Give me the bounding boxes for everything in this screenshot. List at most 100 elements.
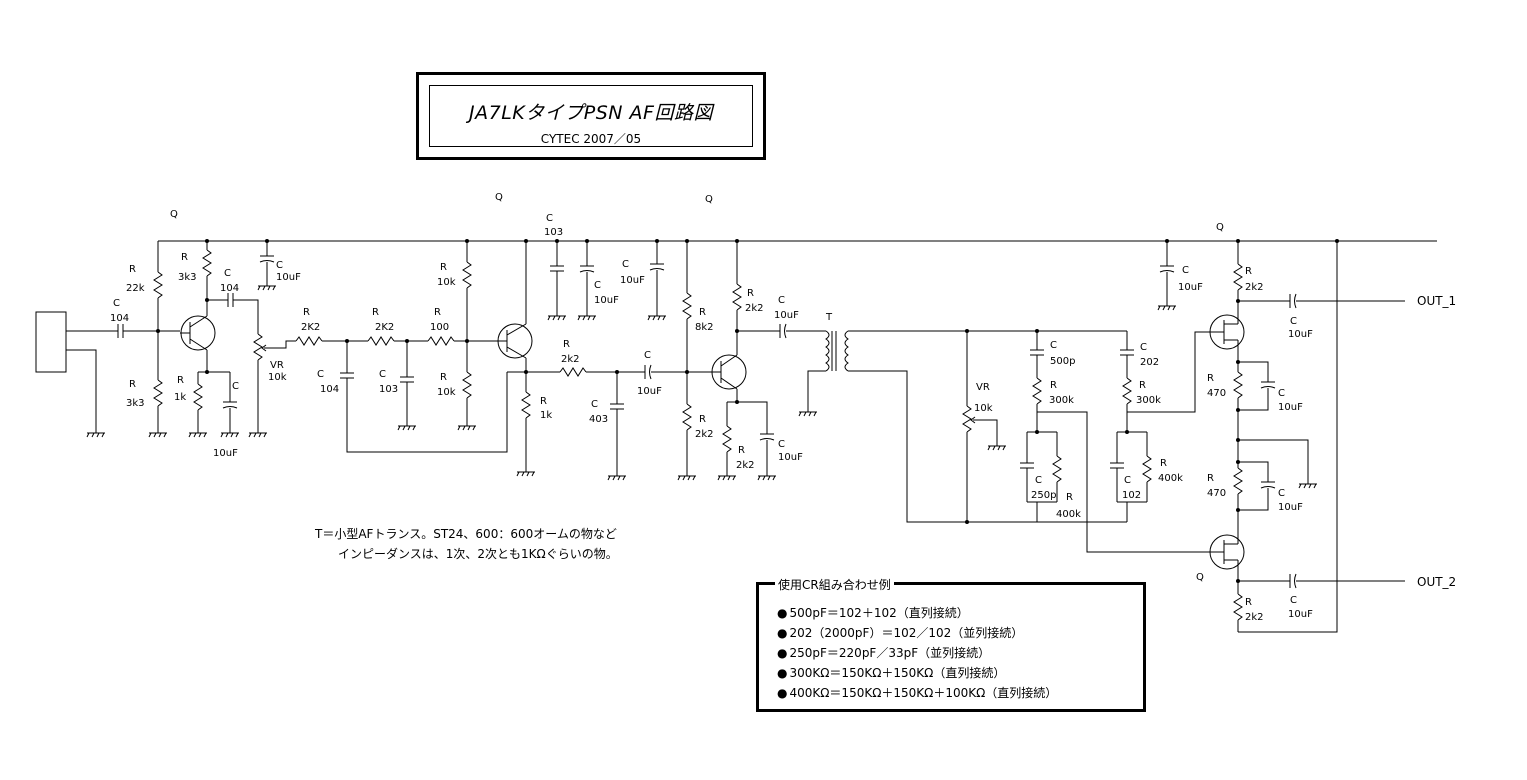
resistor-2k2-g <box>1233 263 1243 291</box>
transistor-q3 <box>711 354 747 390</box>
label-c10uf: C <box>1182 265 1189 276</box>
legend-item: 400KΩ＝150KΩ＋150KΩ＋100KΩ（直列接続） <box>777 683 1057 703</box>
label-c10uf: C <box>1278 488 1285 499</box>
label-r2k2-value: 2K2 <box>301 322 320 333</box>
ground-symbol <box>987 445 1007 451</box>
label-r2k2-value: 2K2 <box>375 322 394 333</box>
ground-symbol <box>516 471 536 477</box>
label-c103: C <box>379 369 386 380</box>
label-c104: C <box>224 268 231 279</box>
ground-symbol <box>248 432 268 438</box>
label-c10uf-value: 10uF <box>276 272 301 283</box>
label-c10uf: C <box>276 260 283 271</box>
input-ground-wire <box>66 349 97 433</box>
title-box: JA7LKタイプPSN AF回路図 CYTEC 2007／05 <box>416 72 766 160</box>
label-r470-value: 470 <box>1207 488 1226 499</box>
input-connector <box>35 311 67 373</box>
resistor-470-a <box>1233 371 1243 399</box>
ground-symbol <box>457 425 477 431</box>
label-c10uf-value: 10uF <box>594 295 619 306</box>
resistor-2k2-h <box>1233 593 1243 621</box>
label-r470-value: 470 <box>1207 388 1226 399</box>
label-r2k2: R <box>303 307 310 318</box>
label-c202-value: 202 <box>1140 357 1159 368</box>
label-r1k: R <box>540 396 547 407</box>
legend-item: 202（2000pF）＝102／102（並列接続） <box>777 623 1057 643</box>
label-r1k-value: 1k <box>540 410 552 421</box>
resistor-10k-b <box>462 371 472 399</box>
label-r100-value: 100 <box>430 322 449 333</box>
label-r2k2: R <box>1245 266 1252 277</box>
resistor-2k2-c <box>559 367 587 377</box>
label-r300k: R <box>1139 380 1146 391</box>
label-c250p-value: 250p <box>1031 490 1056 501</box>
label-vr: VR <box>270 360 284 371</box>
label-c103-value: 103 <box>544 227 563 238</box>
resistor-400k-b <box>1142 455 1152 483</box>
label-r10k-value: 10k <box>437 387 456 398</box>
label-r22k-value: 22k <box>126 283 145 294</box>
label-r1k: R <box>177 375 184 386</box>
ground-symbol <box>397 425 417 431</box>
page-subtitle: CYTEC 2007／05 <box>540 132 642 146</box>
resistor-3k3-a <box>202 249 212 277</box>
label-r2k2-value: 2k2 <box>561 354 580 365</box>
label-r10k-value: 10k <box>437 277 456 288</box>
label-c10uf: C <box>778 295 785 306</box>
title-inner-frame: JA7LKタイプPSN AF回路図 CYTEC 2007／05 <box>429 85 753 147</box>
label-r2k2: R <box>747 288 754 299</box>
label-c10uf-value: 10uF <box>637 386 662 397</box>
label-r1k-value: 1k <box>174 392 186 403</box>
label-r8k2: R <box>699 307 706 318</box>
label-r3k3: R <box>181 252 188 263</box>
label-r400k: R <box>1160 458 1167 469</box>
label-c10uf-value: 10uF <box>620 275 645 286</box>
ground-symbol <box>1298 483 1318 489</box>
label-q: Q <box>1216 222 1224 233</box>
label-c102: C <box>1124 475 1131 486</box>
label-q: Q <box>170 209 178 220</box>
resistor-470-b <box>1233 467 1243 495</box>
ground-symbol <box>148 432 168 438</box>
resistor-1k-b <box>521 391 531 419</box>
label-r2k2-value: 2k2 <box>736 460 755 471</box>
label-r8k2-value: 8k2 <box>695 322 714 333</box>
ground-symbol <box>757 475 777 481</box>
label-c10uf: C <box>622 259 629 270</box>
label-c10uf: C <box>232 381 239 392</box>
label-c10uf: C <box>1278 388 1285 399</box>
ground-symbol <box>798 411 818 417</box>
label-c104: C <box>113 298 120 309</box>
label-c10uf-value: 10uF <box>1178 282 1203 293</box>
potentiometer-vr-10k-a <box>253 333 263 361</box>
label-c10uf: C <box>594 280 601 291</box>
label-c104-value: 104 <box>320 384 339 395</box>
label-r10k: R <box>440 262 447 273</box>
label-q: Q <box>495 192 503 203</box>
label-c10uf-value: 10uF <box>778 452 803 463</box>
legend-item: 300KΩ＝150KΩ＋150KΩ（直列接続） <box>777 663 1057 683</box>
resistor-22k <box>153 271 163 299</box>
ground-symbol <box>1157 305 1177 311</box>
label-r2k2-value: 2k2 <box>695 429 714 440</box>
resistor-3k3-b <box>153 379 163 407</box>
label-c10uf-value: 10uF <box>774 310 799 321</box>
label-r400k-value: 400k <box>1158 473 1183 484</box>
ground-symbol <box>220 432 240 438</box>
label-r2k2: R <box>1245 597 1252 608</box>
label-r2k2: R <box>563 339 570 350</box>
legend-title: 使用CR組み合わせ例 <box>775 576 894 593</box>
label-r3k3: R <box>129 379 136 390</box>
ground-symbol <box>717 475 737 481</box>
resistor-2k2-f <box>722 425 732 453</box>
resistor-10k-a <box>462 261 472 289</box>
ground-symbol <box>86 432 106 438</box>
ground-symbol <box>257 285 277 291</box>
resistor-2k2-b <box>367 336 395 346</box>
label-c250p: C <box>1035 475 1042 486</box>
label-q: Q <box>1196 572 1204 583</box>
legend-list: 500pF＝102＋102（直列接続） 202（2000pF）＝102／102（… <box>777 603 1057 703</box>
label-vr-value: 10k <box>268 372 287 383</box>
transformer-note-line-1: T＝小型AFトランス。ST24、600：600オームの物など <box>315 527 617 541</box>
